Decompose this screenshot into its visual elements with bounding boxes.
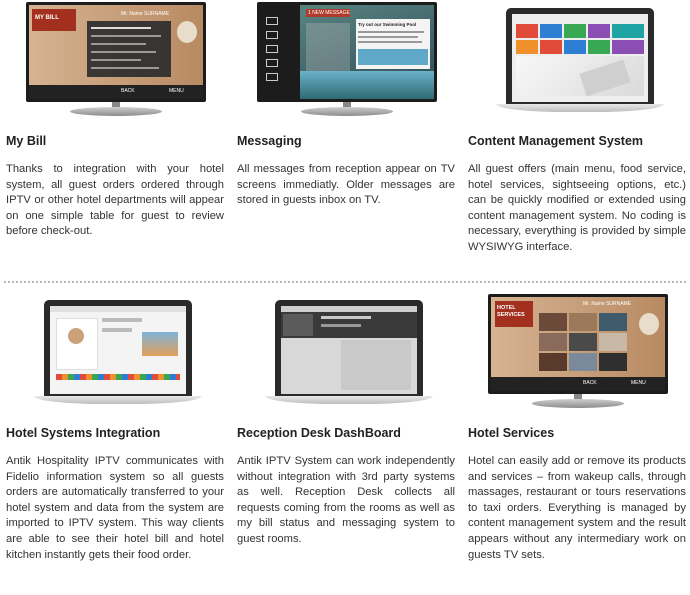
tv-screenshot-my-bill: MY BILL Mr. Name SURNAME BACK MENU (6, 0, 226, 120)
footer-back: BACK (583, 380, 597, 386)
section-body: All guest offers (main menu, food servic… (468, 163, 686, 253)
bill-header-text: MY BILL (35, 15, 59, 21)
section-title: Hotel Systems Integration (6, 426, 161, 440)
services-header-text: HOTEL SERVICES (497, 305, 525, 318)
section-divider (4, 281, 686, 283)
section-title: Content Management System (468, 134, 644, 148)
section-body: All messages from reception appear on TV… (237, 163, 455, 207)
section-title: My Bill (6, 134, 47, 148)
new-message-banner: 1 NEW MESSAGE (308, 10, 350, 16)
tv-screenshot-hotel-services: HOTEL SERVICES Mr. Name SURNAME BACK MEN… (468, 292, 688, 412)
footer-menu: MENU (169, 88, 184, 94)
guest-name: Mr. Name SURNAME (121, 11, 170, 17)
section-title: Reception Desk DashBoard (237, 426, 401, 440)
section-body: Hotel can easily add or remove its produ… (468, 455, 686, 561)
laptop-screenshot-integration (6, 292, 226, 412)
guest-name: Mr. Name SURNAME (583, 301, 632, 307)
tv-screenshot-messaging: 1 NEW MESSAGE Try out our Swimming Pool (237, 0, 457, 120)
section-body: Antik IPTV System can work independently… (237, 455, 455, 545)
message-title: Try out our Swimming Pool (358, 22, 417, 27)
section-title: Messaging (237, 134, 302, 148)
section-body: Antik Hospitality IPTV communicates with… (6, 455, 224, 561)
laptop-screenshot-reception (237, 292, 457, 412)
footer-back: BACK (121, 88, 135, 94)
footer-menu: MENU (631, 380, 646, 386)
section-title: Hotel Services (468, 426, 555, 440)
laptop-screenshot-cms (468, 0, 688, 120)
section-body: Thanks to integration with your hotel sy… (6, 163, 224, 238)
